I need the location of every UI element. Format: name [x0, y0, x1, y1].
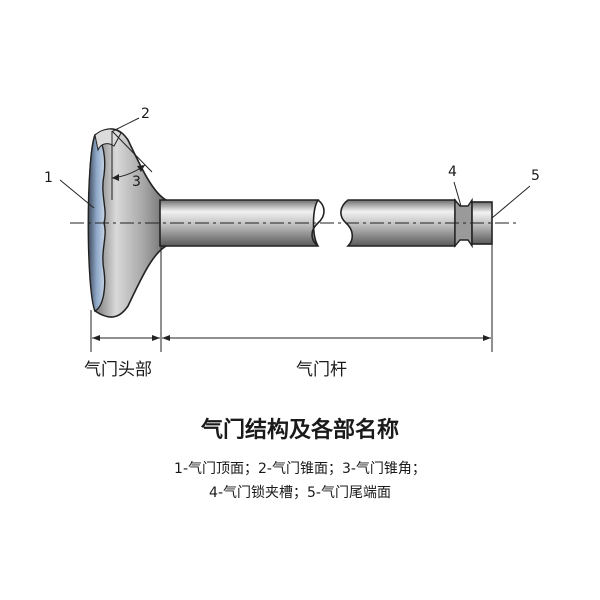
dim-arrow	[152, 335, 160, 341]
legend-line-1: 1-气门顶面；2-气门锥面；3-气门锥角；	[174, 461, 426, 477]
stem-break-left	[311, 199, 325, 247]
callout-1: 1	[44, 170, 53, 186]
callout-3: 3	[132, 174, 141, 190]
leader-1	[59, 179, 95, 209]
dim-label-stem: 气门杆	[296, 360, 347, 380]
leader-5	[491, 185, 531, 219]
leader-4	[453, 181, 462, 207]
dim-arrow	[483, 335, 491, 341]
callout-4: 4	[448, 164, 457, 180]
dim-arrow	[162, 335, 170, 341]
angle-arrow	[112, 174, 119, 181]
callout-5: 5	[531, 168, 540, 184]
legend-line-2: 4-气门锁夹槽；5-气门尾端面	[209, 485, 391, 501]
leader-2	[112, 117, 140, 132]
callout-2: 2	[141, 106, 150, 122]
dim-label-head: 气门头部	[84, 360, 152, 380]
valve-seat-face	[94, 128, 122, 152]
angle-cone-line	[111, 130, 153, 173]
dim-arrow	[92, 335, 100, 341]
angle-arrow	[137, 165, 145, 172]
diagram-title: 气门结构及各部名称	[200, 418, 399, 443]
